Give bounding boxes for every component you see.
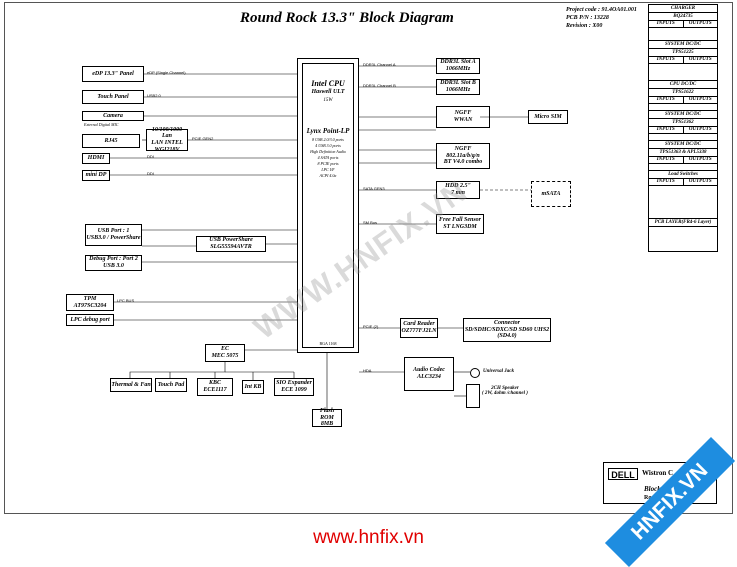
diagram-title: Round Rock 13.3" Block Diagram (240, 10, 454, 26)
touch-panel: Touch Panel (82, 90, 144, 104)
hdmi: HDMI (82, 153, 110, 164)
flash-rom: Flash ROM 8MB (312, 408, 342, 427)
speaker: 2CH Speaker ( 2W, 4ohm /channel ) (482, 386, 528, 396)
embedded-controller: EC MEC 5075 (205, 344, 245, 362)
touch-pad: Touch Pad (155, 378, 187, 392)
cpu-block: Intel CPU Haswell ULT 15W Lynx Point-LP … (297, 58, 359, 353)
sio-expander: SIO Expander ECE 1099 (274, 378, 314, 396)
thermal-fan: Thermal & Fan (110, 378, 152, 392)
kbc: KBC ECE1117 (197, 378, 233, 396)
connections (110, 65, 531, 409)
card-reader: Card Reader OZ777FJ2LN (400, 318, 438, 338)
universal-jack: Universal Jack (483, 369, 514, 374)
internal-keyboard: Int KB (242, 380, 264, 394)
speaker-icon (466, 384, 480, 408)
sd-connector: Connector SD/SDHC/SDXC/SD SD60 UHS2 (SD4… (463, 318, 551, 342)
ddr-slot-a: DDR3L Slot A 1066MHz (436, 58, 480, 74)
camera: Camera (82, 111, 144, 121)
usb-port-1: USB Port : 1 USB3.0 / PowerShare (85, 224, 142, 246)
rj45: RJ45 (82, 134, 140, 148)
lpc-debug-port: LPC debug port (66, 314, 114, 326)
ngff-wlan: NGFF 802.11a/b/g/n BT V4.0 combo (436, 143, 490, 169)
lan-controller: 10/100/1000 Lan LAN INTEL WGI218V (146, 127, 188, 153)
audio-codec: Audio Codec ALC3234 (404, 357, 454, 391)
footer-url[interactable]: www.hnfix.vn (313, 527, 424, 548)
tpm: TPM AT97SC3204 (66, 294, 114, 311)
jack-icon (470, 368, 480, 378)
ddr-slot-b: DDR3L Slot B 1066MHz (436, 79, 480, 95)
hdd: HDD 2.5" 7 mm (436, 181, 480, 199)
schematic-sheet (4, 2, 733, 514)
camera-sub: External Digital MIC (84, 122, 119, 127)
micro-sim: Micro SIM (528, 110, 568, 124)
usb-port-2: Debug Port : Port 2 USB 3.0 (85, 255, 142, 271)
msata: mSATA (531, 181, 571, 207)
usb-powershare: USB PowerShare SLG55594AVTR (196, 236, 266, 252)
free-fall-sensor: Free Fall Sensor ST LNG3DM (436, 214, 484, 234)
mini-dp: mini DP (82, 170, 110, 181)
dell-logo: DELL (608, 468, 638, 480)
project-info: Project code : 91.4OA01.001 PCB P/N : 13… (566, 7, 637, 29)
edp-panel: eDP 13.3" Panel (82, 66, 144, 82)
